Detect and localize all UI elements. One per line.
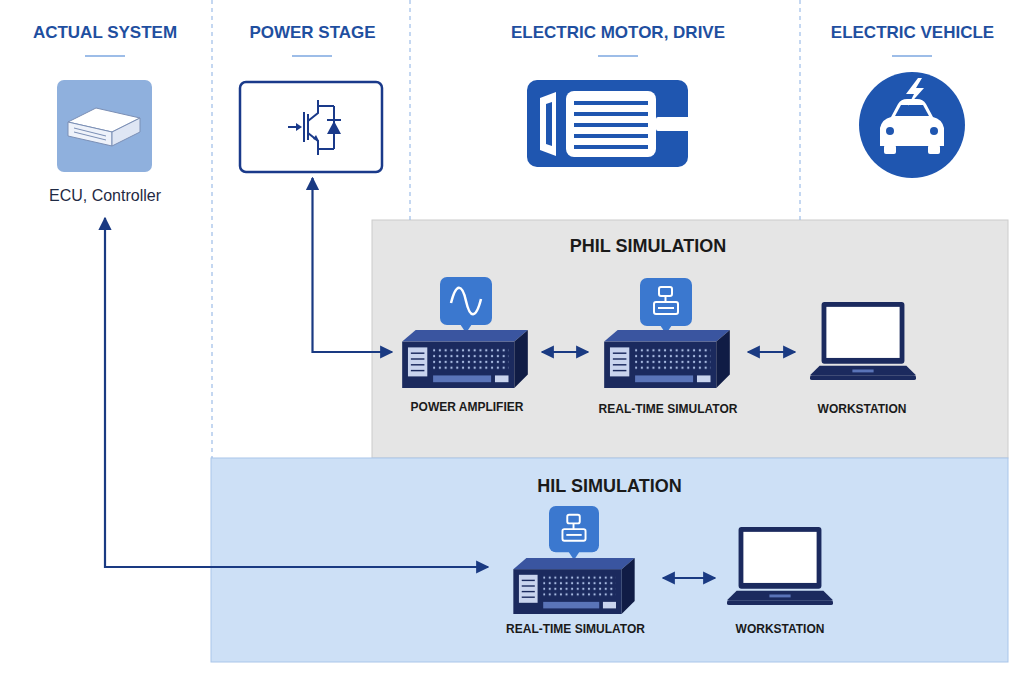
node-label: POWER AMPLIFIER: [392, 400, 542, 414]
column-separators: [212, 0, 800, 458]
node-label: POWER STAGE: [230, 23, 395, 43]
connector-arrow: [748, 351, 795, 353]
node-label: HIL SIMULATION: [211, 476, 1008, 498]
header-accents: [85, 55, 932, 57]
simulator-node: REAL-TIME SIMULATOR: [488, 500, 663, 645]
simulator-icon: [549, 506, 599, 560]
ecu-icon: [57, 80, 152, 172]
node-label: PHIL SIMULATION: [372, 236, 924, 258]
node-label: ELECTRIC VEHICLE: [825, 23, 1000, 43]
motor-node: ELECTRIC MOTOR, DRIVE: [498, 18, 738, 173]
node-label: REAL-TIME SIMULATOR: [588, 402, 748, 416]
connector-arrow: [542, 351, 588, 353]
node-label: ELECTRIC MOTOR, DRIVE: [498, 23, 738, 43]
simulator-device: [604, 330, 730, 388]
connector-arrow: [313, 178, 393, 352]
ev-icon: [859, 72, 965, 178]
sine-icon: [440, 277, 492, 333]
node-label: ACTUAL SYSTEM: [20, 23, 190, 43]
amplifier-device: [402, 330, 528, 388]
hil-panel: REAL-TIME SIMULATOR WORKSTATION HIL SIMULA…: [211, 458, 1008, 662]
connector-arrow: [105, 218, 488, 567]
connector-arrow: [663, 577, 715, 579]
phil-panel-fill: [372, 220, 1008, 458]
node-label: WORKSTATION: [795, 402, 929, 416]
power-stage-node: POWER STAGE: [230, 18, 395, 178]
laptop-icon: [727, 527, 833, 605]
amplifier-node: POWER AMPLIFIER: [392, 272, 542, 422]
workstation-node: WORKSTATION: [795, 290, 929, 422]
workstation-node: WORKSTATION: [715, 515, 845, 645]
node-label: WORKSTATION: [715, 622, 845, 636]
node-caption: ECU, Controller: [20, 186, 190, 205]
vehicle-node: ELECTRIC VEHICLE: [825, 18, 1000, 183]
hil-panel-fill: [211, 458, 1008, 662]
simulator-node: REAL-TIME SIMULATOR: [588, 272, 748, 422]
simulator-icon: [640, 278, 692, 334]
phil-panel: POWER AMPLIFIER REAL-TIME SIMULATOR WORKST…: [372, 220, 1008, 458]
simulator-device: [513, 558, 634, 614]
laptop-icon: [810, 302, 916, 380]
igbt-symbol: [240, 82, 382, 172]
motor-icon: [527, 80, 698, 167]
ecu-node: ACTUAL SYSTEM ECU, Controller: [20, 18, 190, 218]
node-label: REAL-TIME SIMULATOR: [488, 622, 663, 636]
